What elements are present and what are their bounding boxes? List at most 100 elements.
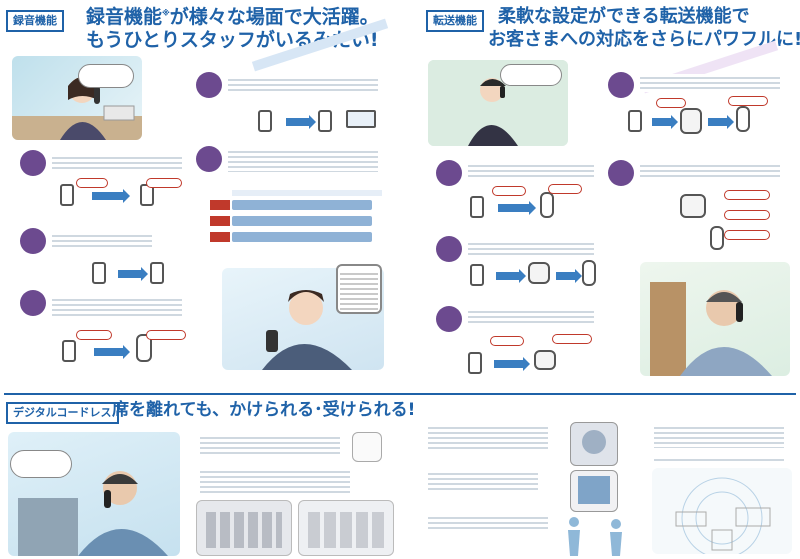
- older-man-on-phone-illustration: [640, 262, 790, 376]
- schedule-side-3: [210, 232, 230, 242]
- cordless-screen-icon: [578, 476, 610, 504]
- smartphone-icon: [540, 192, 554, 218]
- schedule-bar: [232, 216, 372, 226]
- speech-bubble-icon: [146, 178, 182, 188]
- telephone-base-icon: [528, 262, 550, 284]
- man-speech-bubble: [10, 450, 72, 478]
- tr-text-lines-3: [640, 162, 780, 180]
- phone-icon: [470, 264, 484, 286]
- arrow-icon: [652, 115, 678, 129]
- arrow-icon: [496, 269, 526, 283]
- cl-text-lines-6: [654, 424, 784, 448]
- arrow-icon: [118, 267, 148, 281]
- telephone-base-icon: [534, 350, 556, 370]
- cl-text-lines-7: [654, 456, 784, 464]
- transfer-headline-2: お客さまへの対応をさらにパワフルに!: [488, 29, 800, 50]
- speech-bubble-icon: [724, 190, 770, 200]
- phone-icon: [318, 110, 332, 132]
- cordless-dial-icon: [582, 430, 606, 454]
- tr-text-lines-4: [468, 240, 594, 256]
- older-man-icon: [650, 282, 772, 376]
- schedule-bar: [232, 200, 372, 210]
- schedule-side-1: [210, 200, 230, 210]
- speech-bubble-icon: [724, 230, 770, 240]
- cl-text-lines-2: [200, 468, 350, 494]
- telephone-base-icon: [680, 194, 706, 218]
- tr-text-lines-1: [640, 74, 780, 92]
- arrow-icon: [286, 115, 316, 129]
- cordless-handset-illustration: [352, 432, 382, 462]
- cl-text-lines-5: [428, 514, 548, 530]
- recording-headline-1: 録音機能※が様々な場面で大活躍。: [86, 6, 379, 29]
- tr-text-lines-2: [468, 162, 594, 180]
- badge-rec-2: [20, 228, 46, 254]
- arrow-icon: [94, 345, 130, 359]
- rec-text-lines-1: [52, 154, 182, 172]
- speech-bubble-icon: [490, 336, 524, 346]
- tr-text-lines-5: [468, 308, 594, 326]
- badge-transfer-5: [436, 306, 462, 332]
- phone-icon: [628, 110, 642, 132]
- man-on-mobile-illustration: [428, 60, 568, 146]
- woman-on-phone-illustration: [12, 56, 142, 140]
- badge-rec-4: [196, 72, 222, 98]
- rec-text-lines-4: [228, 76, 378, 94]
- office-floor-icon: [675, 477, 771, 554]
- man-thought-bubble: [500, 64, 562, 86]
- badge-rec-5: [196, 146, 222, 172]
- rec-text-lines-2: [52, 232, 152, 250]
- laptop-icon: [346, 110, 376, 128]
- woman-on-phone-icon: [12, 77, 142, 140]
- badge-rec-1: [20, 150, 46, 176]
- speech-bubble-icon: [552, 334, 592, 344]
- speech-bubble-icon: [728, 96, 768, 106]
- phone-icon: [60, 184, 74, 206]
- phone-icon: [150, 262, 164, 284]
- display-panel-lines: [340, 270, 378, 310]
- arrow-icon: [498, 201, 536, 215]
- walking-people-silhouette: [556, 516, 636, 559]
- phone-icon: [92, 262, 106, 284]
- phone-icon: [258, 110, 272, 132]
- badge-transfer-2: [436, 160, 462, 186]
- phone-icon: [62, 340, 76, 362]
- schedule-side-2: [210, 216, 230, 226]
- cordless-label: デジタルコードレス: [6, 402, 119, 424]
- rec-text-lines-5: [228, 148, 378, 172]
- badge-transfer-3: [608, 160, 634, 186]
- cl-text-lines-4: [428, 470, 538, 492]
- arrow-icon: [494, 357, 530, 371]
- man-at-laptop-icon: [18, 471, 168, 556]
- smartphone-icon: [582, 260, 596, 286]
- speech-bubble-icon: [146, 330, 186, 340]
- schedule-header: [232, 190, 382, 196]
- keypad-keys-2: [308, 512, 384, 548]
- businessman-icon: [262, 290, 352, 370]
- transfer-headline-1: 柔軟な設定ができる転送機能で: [498, 6, 750, 27]
- arrow-icon: [556, 269, 582, 283]
- woman-thought-bubble: [78, 64, 134, 88]
- keypad-keys-1: [206, 512, 282, 548]
- telephone-base-icon: [680, 108, 702, 134]
- cl-text-lines-1: [200, 434, 340, 454]
- badge-transfer-1: [608, 72, 634, 98]
- recording-headline-1a: 録音機能: [86, 6, 163, 28]
- cordless-divider: [4, 393, 796, 395]
- smartphone-icon: [136, 334, 152, 362]
- arrow-icon: [708, 115, 734, 129]
- cl-text-lines-3: [428, 424, 548, 452]
- speech-bubble-icon: [724, 210, 770, 220]
- recording-headline-sup: ※: [162, 8, 170, 18]
- phone-icon: [470, 196, 484, 218]
- arrow-icon: [92, 189, 130, 203]
- speech-bubble-icon: [656, 98, 686, 108]
- speech-bubble-icon: [76, 330, 112, 340]
- rec-text-lines-3: [52, 296, 182, 318]
- transfer-label: 転送機能: [426, 10, 484, 32]
- smartphone-icon: [710, 226, 724, 250]
- speech-bubble-icon: [492, 186, 526, 196]
- speech-bubble-icon: [548, 184, 582, 194]
- office-floor-illustration: [652, 468, 792, 554]
- recording-headline-1b: が様々な場面で大活躍。: [169, 6, 379, 28]
- recording-label: 録音機能: [6, 10, 64, 32]
